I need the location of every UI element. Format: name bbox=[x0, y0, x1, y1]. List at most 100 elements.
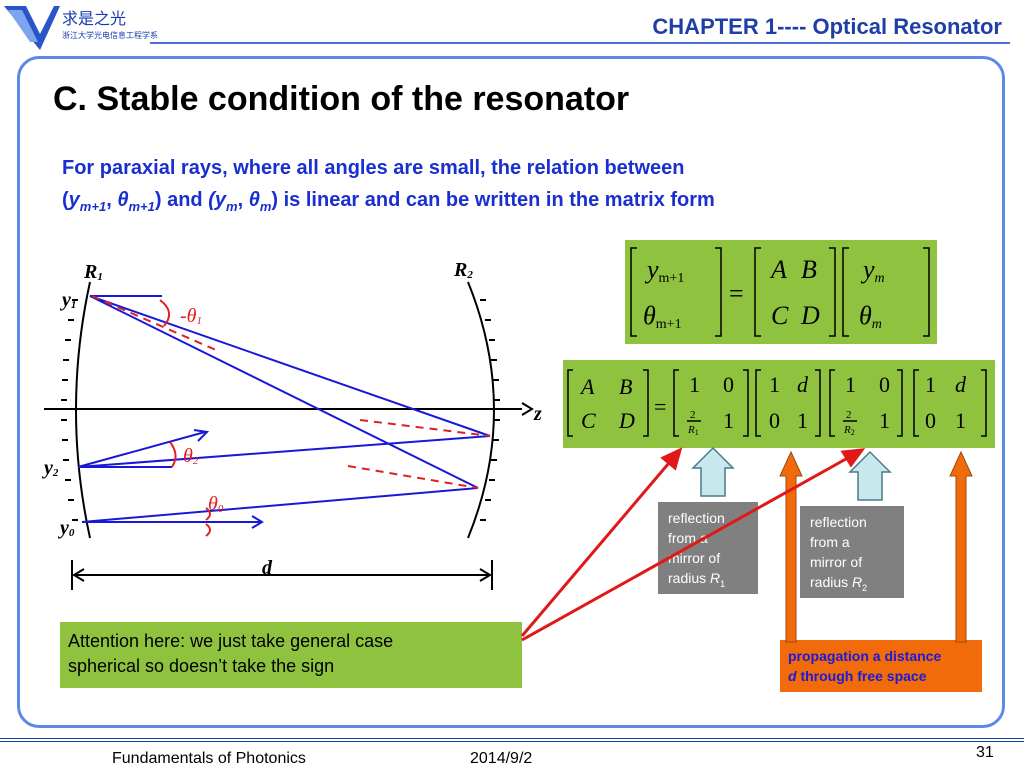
eq2-C: C bbox=[581, 408, 596, 433]
label-theta1: -θ1 bbox=[180, 305, 202, 327]
eq1-D: D bbox=[800, 301, 820, 330]
label-R2: R2 bbox=[453, 259, 473, 281]
eq2-m4-12: d bbox=[955, 372, 967, 397]
b2-r3 bbox=[815, 369, 821, 437]
ray-y0-arrowhead bbox=[251, 515, 264, 529]
eq2-m4-11: 1 bbox=[925, 372, 936, 397]
ray-3 bbox=[77, 435, 491, 468]
reflection-note-r1: reflection from a mirror of radius R1 bbox=[658, 502, 758, 594]
resonator-diagram: R1 R2 y1 y2 y0 z d -θ1 θ2 θ0 bbox=[0, 240, 560, 600]
eq2-m4-21: 0 bbox=[925, 408, 936, 433]
mirror-r1-hatch bbox=[61, 299, 78, 521]
note2-line1: reflection bbox=[810, 514, 867, 530]
label-theta2: θ2 bbox=[183, 445, 199, 467]
bracket-l1 bbox=[630, 247, 637, 337]
chapter-heading: CHAPTER 1---- Optical Resonator bbox=[652, 14, 1002, 39]
eq1-C: C bbox=[771, 301, 789, 330]
eq2-m3-11: 1 bbox=[845, 372, 856, 397]
b2-l5 bbox=[913, 369, 919, 437]
eq2-m2-21: 0 bbox=[769, 408, 780, 433]
angle-arc-theta0 bbox=[205, 507, 211, 537]
eq1-theta-m1: θm+1 bbox=[643, 301, 682, 332]
bracket-l2 bbox=[754, 247, 761, 337]
eq1-theta-m: θm bbox=[859, 301, 882, 332]
footer-divider bbox=[0, 738, 1024, 742]
eq2-m1-12: 0 bbox=[723, 372, 734, 397]
attention-line2: spherical so doesn’t take the sign bbox=[68, 656, 335, 676]
b2-l2 bbox=[673, 369, 679, 437]
eq2-m3-12: 0 bbox=[879, 372, 890, 397]
bracket-r2 bbox=[829, 247, 836, 337]
footer-date: 2014/9/2 bbox=[470, 750, 533, 767]
bracket-r1 bbox=[715, 247, 722, 337]
b2-r2 bbox=[743, 369, 749, 437]
eq2-m4-22: 1 bbox=[955, 408, 966, 433]
bracket-r3 bbox=[923, 247, 930, 337]
mirror-r2-hatch bbox=[480, 299, 500, 521]
label-y1: y1 bbox=[60, 289, 76, 311]
university-logo: 求是之光 浙江大学光电信息工程学系 bbox=[0, 0, 160, 56]
eq2-A: A bbox=[579, 374, 595, 399]
note2-line3: mirror of bbox=[810, 554, 863, 570]
note2-line4: radius R2 bbox=[810, 574, 868, 593]
b2-r5 bbox=[981, 369, 987, 437]
eq2-B: B bbox=[619, 374, 632, 399]
normal-r2-upper bbox=[359, 419, 491, 437]
b2-l3 bbox=[755, 369, 761, 437]
matrix-equation-2: A B C D = 1 0 1 1 d 0 1 1 0 1 1 d 0 1 2 … bbox=[563, 360, 995, 448]
intro-line-2: (ym+1, θm+1) and (ym, θm) is linear and … bbox=[62, 189, 715, 214]
eq2-m2-11: 1 bbox=[769, 372, 780, 397]
logo-text: 求是之光 bbox=[62, 10, 126, 28]
d-arrow-right bbox=[479, 568, 492, 582]
eq1-y-m: ym bbox=[860, 255, 885, 286]
angle-arc-theta1 bbox=[159, 299, 171, 327]
z-axis-arrowhead bbox=[521, 402, 534, 416]
attention-note: Attention here: we just take general cas… bbox=[60, 622, 522, 688]
reflection-note-r2: reflection from a mirror of radius R2 bbox=[800, 506, 904, 598]
ray-y2-angle bbox=[77, 431, 206, 468]
propagation-line1: propagation a distance bbox=[788, 648, 942, 664]
logo-subtext: 浙江大学光电信息工程学系 bbox=[62, 30, 158, 40]
b2-r1 bbox=[643, 369, 649, 437]
normal-r2-lower bbox=[347, 465, 479, 489]
eq2-m1-11: 1 bbox=[689, 372, 700, 397]
eq2-m2-22: 1 bbox=[797, 408, 808, 433]
ray-4 bbox=[81, 487, 479, 523]
eq2-m3-22: 1 bbox=[879, 408, 890, 433]
b2-l4 bbox=[829, 369, 835, 437]
eq2-D: D bbox=[618, 408, 635, 433]
frac1-den: R1 bbox=[687, 424, 699, 437]
frac1-num: 2 bbox=[690, 409, 696, 421]
d-arrow-left bbox=[72, 568, 85, 582]
eq1-A: A bbox=[769, 255, 787, 284]
matrix-equation-1: ym+1 θm+1 = A B C D ym θm bbox=[625, 240, 937, 344]
eq1-B: B bbox=[801, 255, 817, 284]
page-number: 31 bbox=[976, 744, 994, 761]
b2-r4 bbox=[897, 369, 903, 437]
slide-title: C. Stable condition of the resonator bbox=[53, 80, 630, 118]
frac2-den: R2 bbox=[843, 424, 855, 437]
angle-arc-theta2 bbox=[169, 441, 177, 468]
label-d: d bbox=[262, 557, 273, 579]
eq1-y-m1: ym+1 bbox=[644, 255, 684, 286]
slide-frame bbox=[17, 56, 1005, 728]
b2-l1 bbox=[567, 369, 573, 437]
note1-line4: radius R1 bbox=[668, 570, 726, 589]
note1-line1: reflection bbox=[668, 510, 725, 526]
note1-line2: from a bbox=[668, 530, 708, 546]
header-divider bbox=[150, 42, 1010, 44]
note1-line3: mirror of bbox=[668, 550, 721, 566]
ray-y2-angle-head bbox=[193, 429, 210, 442]
ray-2 bbox=[89, 295, 479, 489]
label-theta0: θ0 bbox=[208, 493, 224, 515]
intro-text: For paraxial rays, where all angles are … bbox=[62, 152, 715, 223]
propagation-note: propagation a distance d through free sp… bbox=[780, 640, 982, 692]
propagation-line2: d through free space bbox=[788, 668, 927, 684]
label-R1: R1 bbox=[83, 261, 103, 283]
eq2-equals: = bbox=[654, 394, 666, 419]
eq2-m1-22: 1 bbox=[723, 408, 734, 433]
label-y2: y2 bbox=[42, 457, 59, 479]
label-y0: y0 bbox=[58, 517, 75, 539]
frac2-num: 2 bbox=[846, 409, 852, 421]
normal-y1 bbox=[91, 295, 217, 351]
